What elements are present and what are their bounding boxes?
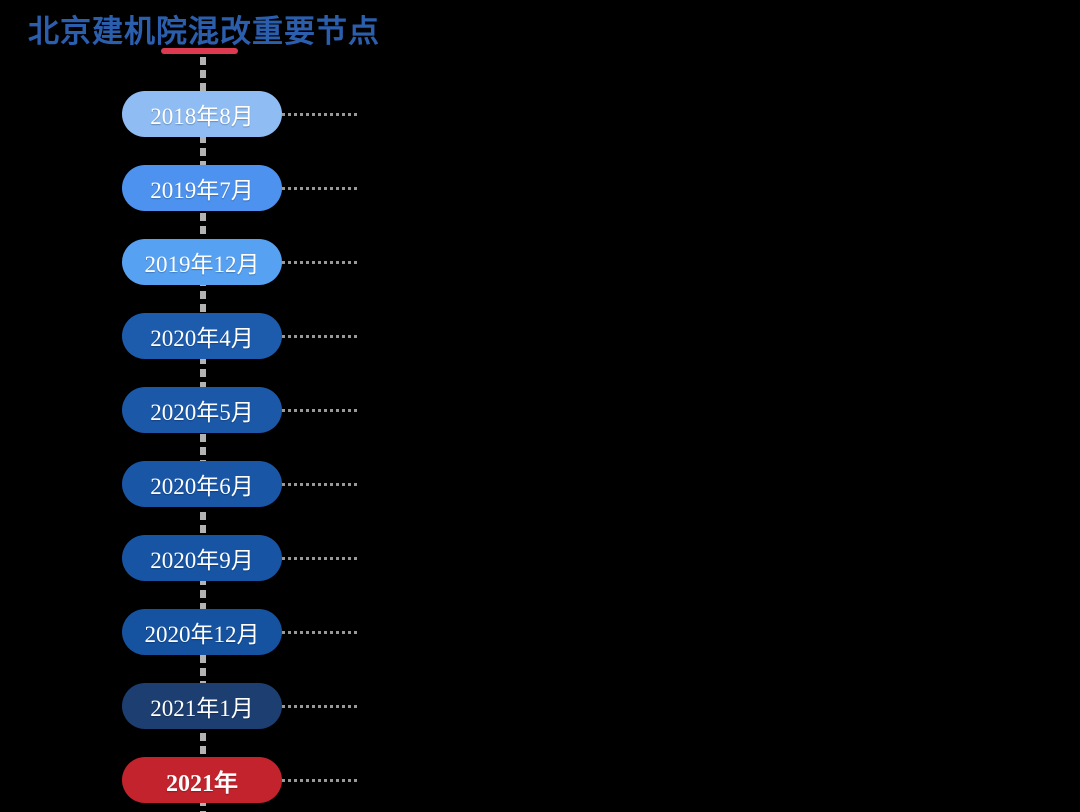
timeline-date-pill: 2020年9月 <box>122 535 282 581</box>
timeline-date-pill-highlight: 2021年 <box>122 757 282 803</box>
dotted-connector <box>282 630 358 634</box>
timeline-item: 2020年5月 <box>122 387 358 433</box>
dotted-connector <box>282 186 358 190</box>
timeline-item: 2018年8月 <box>122 91 358 137</box>
timeline-date-pill: 2019年7月 <box>122 165 282 211</box>
timeline-date-pill: 2020年6月 <box>122 461 282 507</box>
timeline-item: 2019年12月 <box>122 239 358 285</box>
dotted-connector <box>282 334 358 338</box>
timeline-item: 2020年6月 <box>122 461 358 507</box>
dotted-connector <box>282 704 358 708</box>
timeline-date-pill: 2021年1月 <box>122 683 282 729</box>
dotted-connector <box>282 778 358 782</box>
timeline: 2018年8月 2019年7月 2019年12月 2020年4月 2020年5月… <box>122 91 358 803</box>
dotted-connector <box>282 260 358 264</box>
timeline-item: 2020年12月 <box>122 609 358 655</box>
dotted-connector <box>282 408 358 412</box>
timeline-item: 2021年 <box>122 757 358 803</box>
title-underline-accent <box>161 48 238 54</box>
timeline-item: 2019年7月 <box>122 165 358 211</box>
timeline-date-pill: 2019年12月 <box>122 239 282 285</box>
timeline-date-pill: 2020年12月 <box>122 609 282 655</box>
dotted-connector <box>282 112 358 116</box>
timeline-date-pill: 2020年4月 <box>122 313 282 359</box>
dotted-connector <box>282 482 358 486</box>
timeline-item: 2020年4月 <box>122 313 358 359</box>
page-title: 北京建机院混改重要节点 <box>28 14 380 49</box>
dotted-connector <box>282 556 358 560</box>
timeline-date-pill: 2018年8月 <box>122 91 282 137</box>
timeline-date-pill: 2020年5月 <box>122 387 282 433</box>
timeline-spine-dashed-line <box>200 57 206 812</box>
timeline-item: 2021年1月 <box>122 683 358 729</box>
timeline-item: 2020年9月 <box>122 535 358 581</box>
